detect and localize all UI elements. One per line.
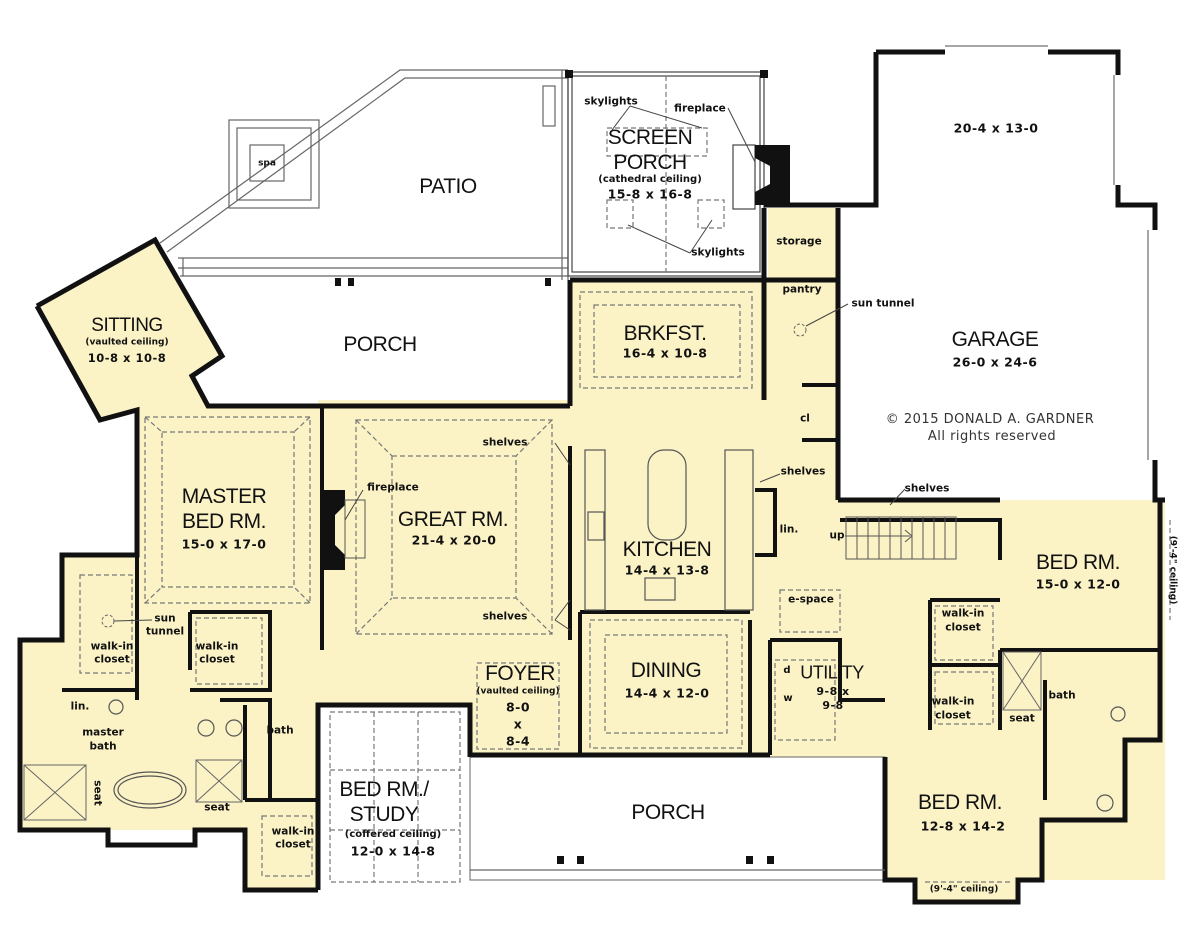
room-name-screen-porch-2: PORCH bbox=[613, 150, 687, 174]
room-name-bed-study-2: STUDY bbox=[349, 802, 419, 826]
utility-dim1: 9-8 x bbox=[816, 685, 850, 699]
kitchen-dims: 14-4 x 13-8 bbox=[624, 562, 710, 578]
garage-dims: 26-0 x 24-6 bbox=[952, 354, 1038, 370]
bed-lower-right-ceiling: (9'-4" ceiling) bbox=[929, 884, 999, 895]
note-tunnel-master: tunnel bbox=[145, 625, 185, 638]
note-storage: storage bbox=[776, 235, 822, 248]
copyright-line2: All rights reserved bbox=[927, 429, 1057, 445]
note-skylights-top: skylights bbox=[584, 95, 638, 108]
room-name-rear-porch: PORCH bbox=[343, 332, 417, 356]
screen-porch-ceiling: (cathedral ceiling) bbox=[598, 173, 702, 185]
note-master-bath-2: bath bbox=[89, 740, 117, 753]
note-shelves-gr-top: shelves bbox=[482, 436, 528, 449]
master-dims: 15-0 x 17-0 bbox=[181, 536, 267, 552]
note-seat-master: seat bbox=[91, 780, 104, 806]
screen-porch-dims: 15-8 x 16-8 bbox=[607, 186, 693, 202]
foyer-dim2: 8-4 bbox=[505, 733, 531, 749]
room-name-master-2: BED RM. bbox=[181, 509, 267, 533]
room-name-utility: UTILITY bbox=[800, 662, 864, 683]
room-name-great-rm: GREAT RM. bbox=[397, 507, 509, 531]
bed-right-ceiling: (9'-4" ceiling) bbox=[1167, 535, 1178, 605]
bed-lower-right-dims: 12-8 x 14-2 bbox=[920, 818, 1006, 834]
note-fireplace-gr: fireplace bbox=[367, 481, 419, 494]
note-closet-1: closet bbox=[94, 653, 130, 666]
note-walkin-r1: walk-in bbox=[941, 607, 985, 620]
note-pantry: pantry bbox=[782, 283, 822, 296]
note-walkin-study: walk-in bbox=[271, 825, 315, 838]
room-name-bed-lower-right: BED RM. bbox=[917, 790, 1003, 814]
room-name-sitting: SITTING bbox=[91, 315, 163, 337]
copyright-line1: © 2015 DONALD A. GARDNER bbox=[885, 412, 1095, 428]
foyer-x: x bbox=[513, 716, 523, 732]
room-name-patio: PATIO bbox=[419, 174, 477, 198]
note-closet-2: closet bbox=[199, 653, 235, 666]
note-up: up bbox=[829, 529, 845, 542]
note-lin-hall: lin. bbox=[779, 523, 799, 536]
utility-dim2: 9-8 bbox=[822, 699, 844, 713]
bed-study-ceiling: (coffered ceiling) bbox=[344, 828, 442, 840]
foyer-ceiling: (vaulted ceiling) bbox=[476, 686, 560, 697]
note-bath-r: bath bbox=[1048, 689, 1076, 702]
note-e-space: e-space bbox=[788, 593, 834, 606]
note-closet-study: closet bbox=[275, 838, 311, 851]
note-seat-master-2: seat bbox=[204, 801, 230, 814]
room-name-master-1: MASTER bbox=[181, 484, 267, 508]
note-seat-r: seat bbox=[1009, 712, 1035, 725]
note-sun-master: sun bbox=[154, 612, 176, 625]
sitting-ceiling: (vaulted ceiling) bbox=[85, 337, 169, 348]
note-master-bath-1: master bbox=[82, 726, 124, 739]
room-name-bed-study-1: BED RM./ bbox=[339, 777, 429, 801]
note-walkin-1: walk-in bbox=[90, 640, 134, 653]
room-name-foyer: FOYER bbox=[485, 661, 555, 685]
room-name-garage: GARAGE bbox=[951, 327, 1039, 351]
note-walkin-2: walk-in bbox=[195, 640, 239, 653]
bed-study-dims: 12-0 x 14-8 bbox=[350, 843, 436, 859]
note-bath-study: bath bbox=[266, 724, 294, 737]
room-name-kitchen: KITCHEN bbox=[622, 537, 712, 561]
room-name-brkfst: BRKFST. bbox=[623, 321, 707, 345]
room-name-screen-porch-1: SCREEN bbox=[607, 125, 693, 149]
great-rm-dims: 21-4 x 20-0 bbox=[411, 532, 497, 548]
note-lin-master: lin. bbox=[70, 700, 90, 713]
washer-label: w bbox=[783, 692, 793, 704]
dryer-label: d bbox=[783, 664, 791, 676]
sitting-dims: 10-8 x 10-8 bbox=[87, 350, 167, 365]
note-sun-tunnel-pantry: sun tunnel bbox=[851, 297, 915, 310]
room-name-bed-right: BED RM. bbox=[1035, 550, 1121, 574]
room-name-front-porch: PORCH bbox=[631, 800, 705, 824]
note-shelves-kitchen: shelves bbox=[780, 465, 826, 478]
spa-label: spa bbox=[258, 158, 276, 169]
foyer-dim1: 8-0 bbox=[505, 699, 531, 715]
note-shelves-garage: shelves bbox=[904, 482, 950, 495]
note-skylights-bottom: skylights bbox=[691, 246, 745, 259]
garage-upper-dims: 20-4 x 13-0 bbox=[953, 120, 1039, 136]
note-closet-r2: closet bbox=[935, 709, 971, 722]
note-closet-r1: closet bbox=[945, 621, 981, 634]
note-walkin-r2: walk-in bbox=[931, 695, 975, 708]
bed-right-dims: 15-0 x 12-0 bbox=[1035, 576, 1121, 592]
note-cl: cl bbox=[800, 412, 810, 425]
note-shelves-gr-bottom: shelves bbox=[482, 610, 528, 623]
note-fireplace-porch: fireplace bbox=[674, 102, 726, 115]
room-name-dining: DINING bbox=[630, 658, 702, 682]
brkfst-dims: 16-4 x 10-8 bbox=[622, 345, 708, 361]
dining-dims: 14-4 x 12-0 bbox=[624, 685, 710, 701]
